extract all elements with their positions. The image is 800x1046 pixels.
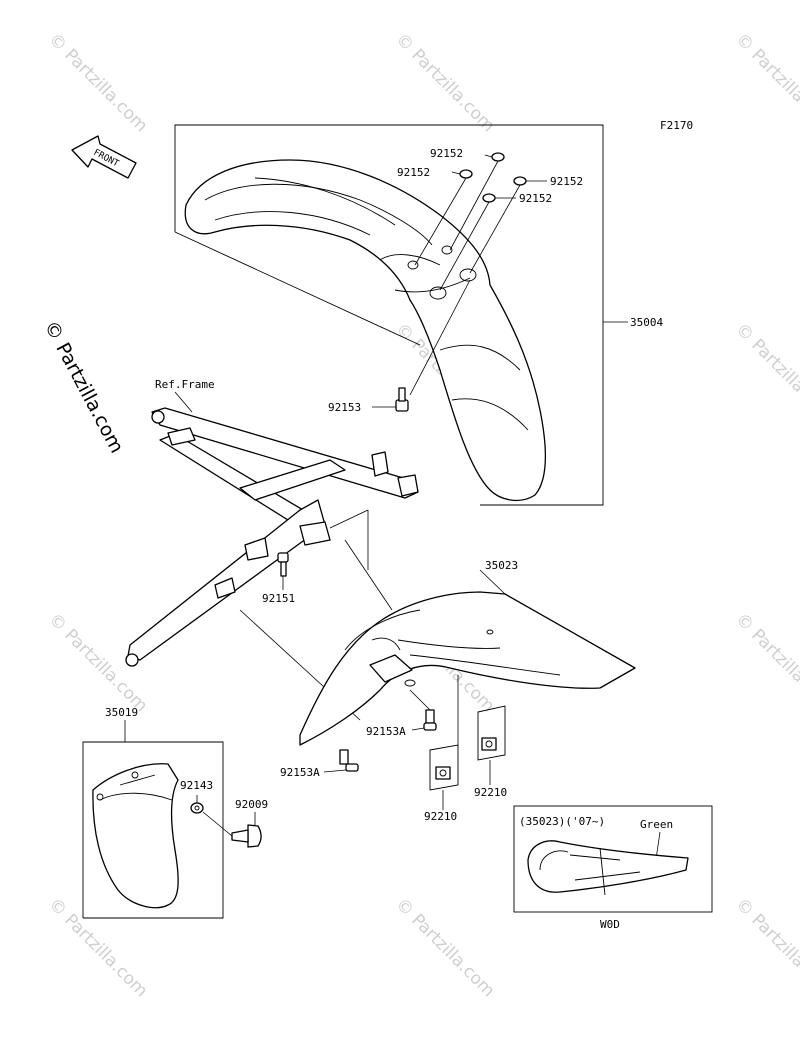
part-label: 92153 [328, 401, 361, 414]
washers [409, 152, 547, 396]
inset-header: (35023)('07~) [519, 815, 605, 828]
part-label: 92143 [180, 779, 213, 792]
watermark: © Partzilla.com [44, 29, 151, 136]
watermark: © Partzilla.com [44, 894, 151, 1001]
watermark: © Partzilla.com [391, 29, 498, 136]
bolt-icon [409, 689, 437, 731]
ref-frame-label: Ref.Frame [155, 378, 215, 391]
watermark: © Partzilla.com [731, 29, 800, 136]
washer-icon [491, 152, 505, 162]
part-label: 92153A [280, 766, 320, 779]
part-label: 35004 [630, 316, 663, 329]
part-label: 35023 [485, 559, 518, 572]
cover-box [82, 741, 224, 919]
washer-icon [482, 193, 496, 203]
front-fender [184, 159, 547, 502]
washer-icon [513, 176, 527, 186]
watermark: © Partzilla.com [731, 609, 800, 716]
watermark-main: © Partzilla.com [40, 317, 128, 457]
front-fender-box [174, 124, 628, 506]
part-label: 92153A [366, 725, 406, 738]
watermark: © Partzilla.com [731, 319, 800, 426]
figure-code: F2170 [660, 119, 693, 132]
watermark: © Partzilla.com [731, 894, 800, 1001]
inset-color-label: Green [640, 818, 673, 831]
bolt-icon [372, 387, 409, 412]
part-label: 92210 [424, 810, 457, 823]
screw-icon [202, 811, 262, 848]
bolt-icon [323, 749, 359, 773]
part-label: 92152 [519, 192, 552, 205]
part-label: 92152 [397, 166, 430, 179]
part-label: 92152 [430, 147, 463, 160]
part-label: 92151 [262, 592, 295, 605]
watermark: © Partzilla.com [391, 894, 498, 1001]
clip-nut-icon [477, 705, 506, 785]
part-label: 35019 [105, 706, 138, 719]
frame [125, 407, 419, 667]
part-label: 92009 [235, 798, 268, 811]
part-label: 92210 [474, 786, 507, 799]
clip-nut-icon [429, 675, 459, 810]
inset-code: W0D [600, 918, 620, 931]
bolt-icon [277, 552, 289, 590]
washer-icon [190, 795, 204, 814]
part-label: 92152 [550, 175, 583, 188]
front-arrow-icon: FRONT [71, 135, 137, 179]
cover [92, 763, 179, 909]
washer-icon [459, 169, 473, 179]
color-inset: (35023)('07~) Green W0D [513, 805, 713, 931]
rear-fender [299, 591, 636, 746]
